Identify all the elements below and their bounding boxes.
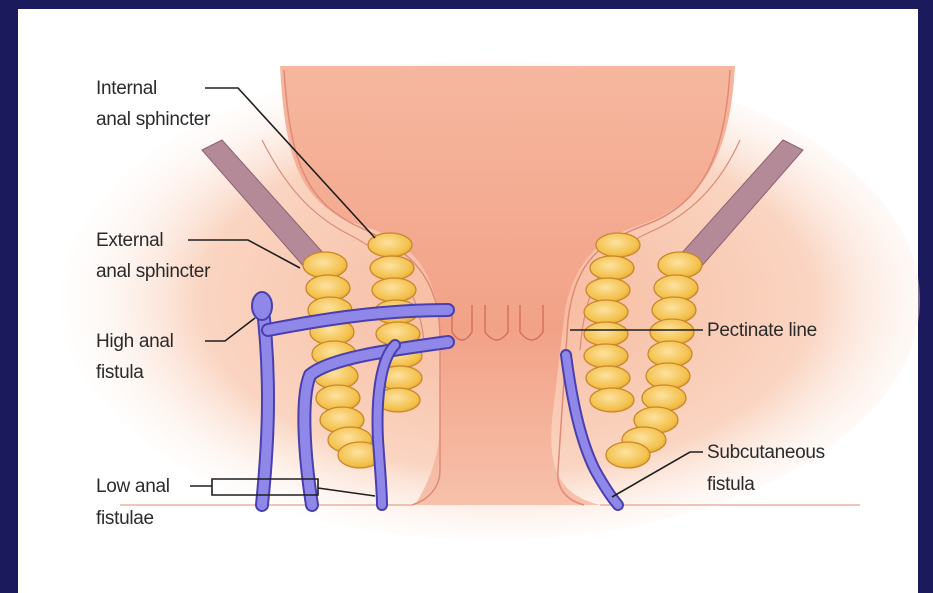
label-subcut-2: fistula [707, 474, 755, 495]
internal-sphincter-right-lobe [586, 366, 630, 390]
internal-sphincter-right-lobe [590, 256, 634, 280]
internal-sphincter-left-lobe [370, 256, 414, 280]
internal-sphincter-right-lobe [586, 278, 630, 302]
internal-sphincter-left-lobe [372, 278, 416, 302]
internal-sphincter-right-lobe [590, 388, 634, 412]
internal-sphincter-right-lobe [584, 322, 628, 346]
label-low-1: Low anal [96, 476, 170, 497]
label-external-2: anal sphincter [96, 261, 211, 282]
label-high-2: fistula [96, 362, 144, 383]
label-low-2: fistulae [96, 508, 154, 529]
label-internal-2: anal sphincter [96, 109, 211, 130]
label-internal-1: Internal [96, 78, 157, 99]
internal-sphincter-right-lobe [596, 233, 640, 257]
internal-sphincter-right-lobe [584, 344, 628, 368]
external-sphincter-right-lobe [606, 442, 650, 468]
internal-sphincter-right-lobe [584, 300, 628, 324]
label-external-1: External [96, 230, 163, 251]
high-fistula-tip [252, 292, 272, 320]
external-sphincter-left-lobe [303, 252, 347, 278]
external-sphincter-right-lobe [658, 252, 702, 278]
label-pectinate: Pectinate line [707, 320, 817, 341]
label-high-1: High anal [96, 331, 174, 352]
label-subcut-1: Subcutaneous [707, 442, 825, 463]
